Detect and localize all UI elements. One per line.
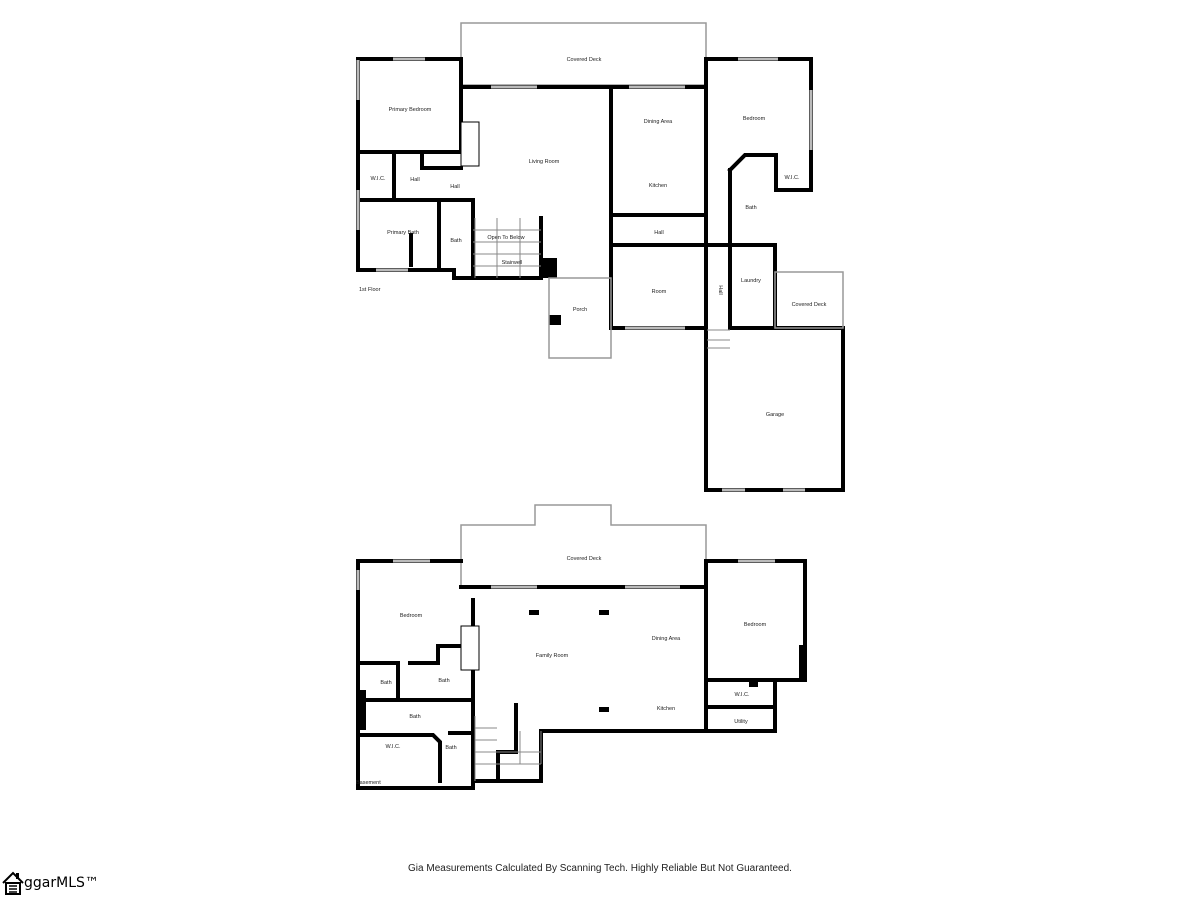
room-label: Bedroom	[400, 613, 423, 619]
room-label: Dining Area	[652, 636, 681, 642]
room-label: Open To Below	[487, 235, 524, 241]
room-label: Garage	[766, 412, 784, 418]
room-label: Living Room	[529, 159, 560, 165]
room-label: Laundry	[741, 278, 761, 284]
floor-label: Basement	[356, 780, 381, 786]
mls-logo: ggarMLS™	[2, 871, 99, 895]
room-label: Primary Bedroom	[389, 107, 432, 113]
room-label: Bedroom	[744, 622, 767, 628]
room-label: Kitchen	[657, 706, 675, 712]
room-label: Covered Deck	[567, 556, 602, 562]
room-label: W.I.C.	[735, 692, 750, 698]
room-label: Porch	[573, 307, 587, 313]
room-label: Bath	[438, 678, 449, 684]
room-label: Bath	[380, 680, 391, 686]
room-label: W.I.C.	[386, 744, 401, 750]
room-label: Bath	[445, 745, 456, 751]
room-label: Bath	[745, 205, 756, 211]
logo-text: ggarMLS™	[24, 875, 99, 891]
covered-deck-outline	[460, 22, 707, 86]
measurement-disclaimer: Gia Measurements Calculated By Scanning …	[408, 863, 792, 874]
room-label: Covered Deck	[567, 57, 602, 63]
room-label: Primary Bath	[387, 230, 419, 236]
room-label: Bath	[450, 238, 461, 244]
house-icon	[2, 871, 24, 895]
room-label: Bedroom	[743, 116, 766, 122]
covered-deck-outline	[774, 271, 844, 329]
floor-label: 1st Floor	[359, 287, 381, 293]
fireplace-icon	[460, 121, 480, 167]
basement-plan: Covered Deck Bedroom Bedroom Dining Area…	[356, 504, 807, 790]
room-label: W.I.C.	[785, 175, 800, 181]
room-label: W.I.C.	[371, 176, 386, 182]
room-label: Stairwell	[502, 260, 523, 266]
room-label: Family Room	[536, 653, 569, 659]
room-label: Room	[652, 289, 667, 295]
room-label: Kitchen	[649, 183, 667, 189]
room-label: Utility	[734, 719, 748, 725]
porch-outline	[548, 277, 612, 359]
room-label: Hall	[717, 285, 723, 294]
room-label: Hall	[410, 177, 419, 183]
room-label: Hall	[450, 184, 459, 190]
first-floor-plan: Covered Deck Primary Bedroom Living Room…	[356, 22, 845, 492]
room-label: Dining Area	[644, 119, 673, 125]
fireplace-icon	[460, 625, 480, 671]
room-label: Hall	[654, 230, 663, 236]
room-label: Bath	[409, 714, 420, 720]
room-label: Covered Deck	[792, 302, 827, 308]
